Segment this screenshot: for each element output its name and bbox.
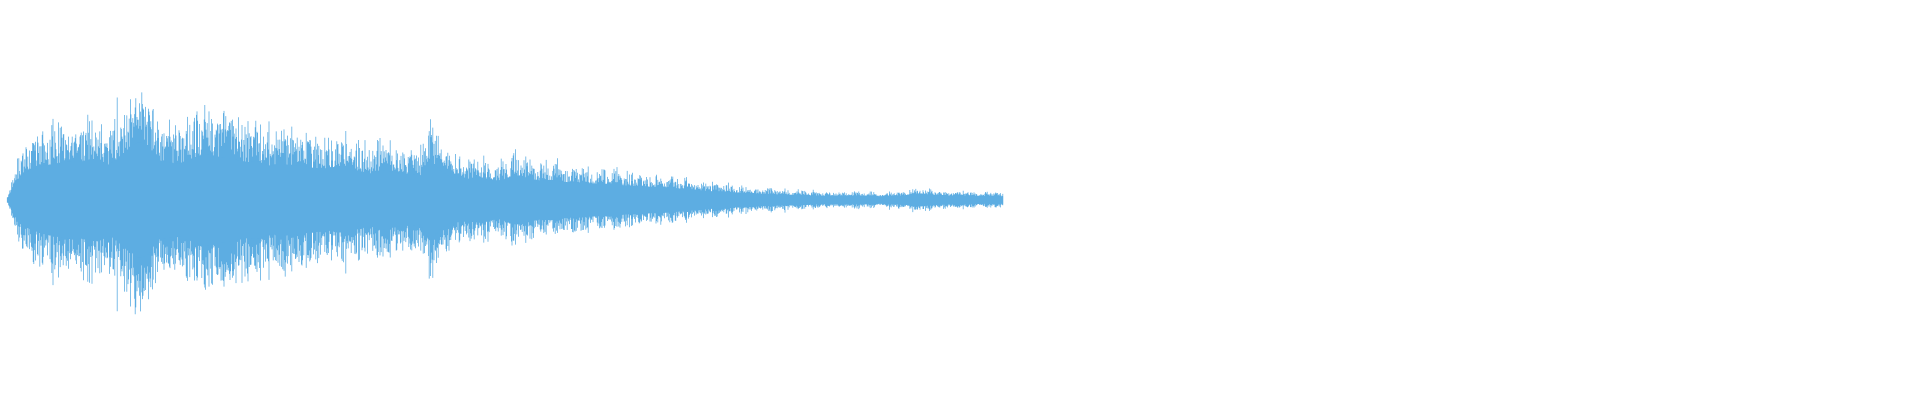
waveform-core xyxy=(6,142,1004,258)
waveform-lines xyxy=(6,92,1004,315)
